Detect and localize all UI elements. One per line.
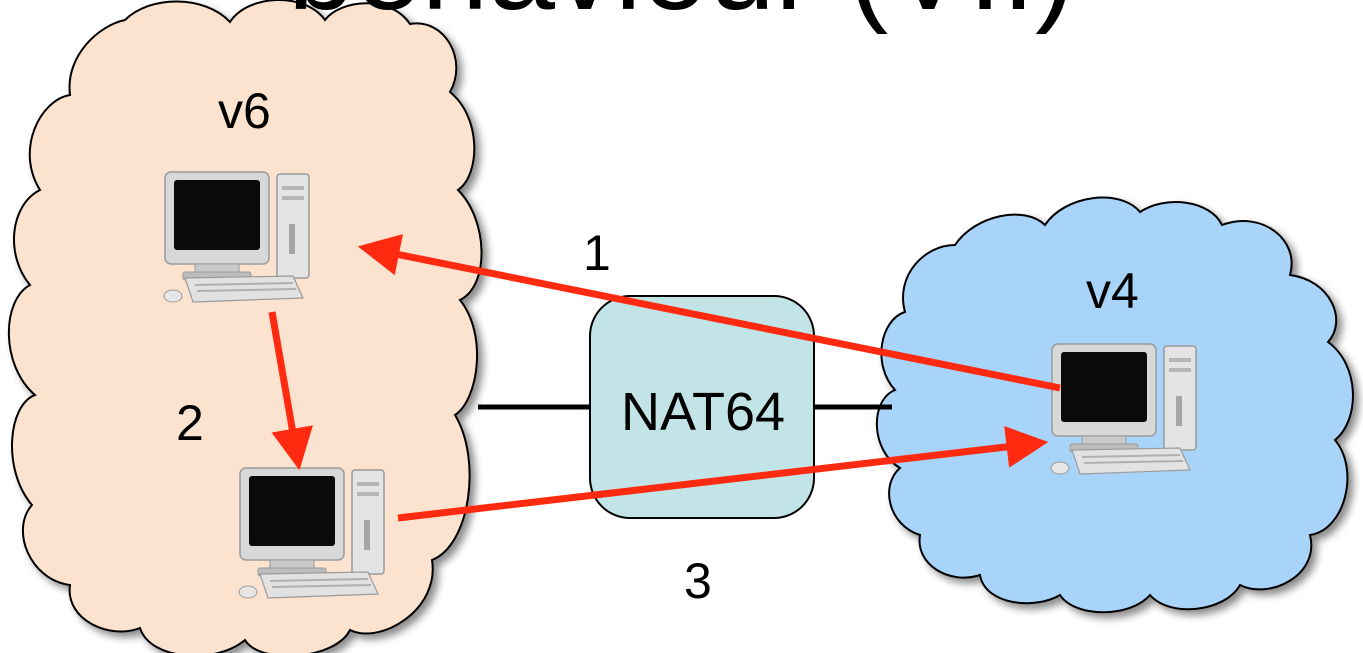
v4-cloud-label: v4	[1086, 263, 1139, 319]
nat64-box	[589, 295, 815, 519]
arrow-step-1	[357, 234, 1061, 392]
step-3-label: 3	[684, 553, 712, 609]
step-2-label: 2	[176, 395, 204, 451]
step-1-label: 1	[583, 225, 611, 281]
arrow-step-3	[397, 426, 1049, 522]
slide-title: behaviour (VII)	[0, 0, 1363, 28]
arrow-step-2	[268, 311, 313, 471]
nat64-label: NAT64	[620, 382, 786, 442]
v6-cloud-label: v6	[218, 83, 271, 139]
